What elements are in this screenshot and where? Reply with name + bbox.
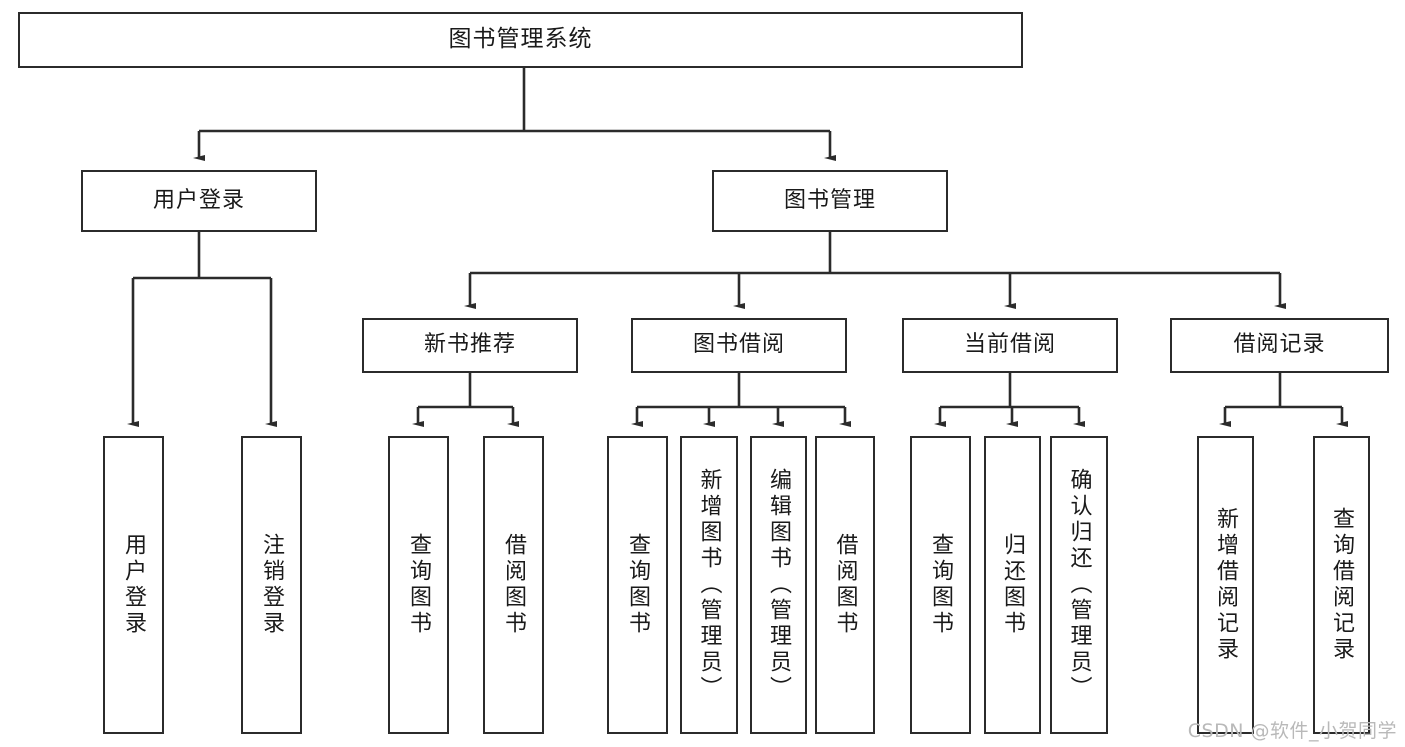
leaf-confirm-return[interactable]: 确认归还（管理员） xyxy=(1050,436,1108,734)
leaf-edit-book-label: 编辑图书（管理员） xyxy=(766,468,792,702)
node-user-login[interactable]: 用户登录 xyxy=(81,170,317,232)
leaf-return-book[interactable]: 归还图书 xyxy=(984,436,1041,734)
node-book-manage[interactable]: 图书管理 xyxy=(712,170,948,232)
leaf-borrow-book-2-label: 借阅图书 xyxy=(832,533,858,637)
leaf-edit-book[interactable]: 编辑图书（管理员） xyxy=(750,436,807,734)
node-current-borrow-label: 当前借阅 xyxy=(963,332,1056,358)
node-root-label: 图书管理系统 xyxy=(448,26,593,53)
leaf-user-login[interactable]: 用户登录 xyxy=(103,436,164,734)
node-new-book-recommend-label: 新书推荐 xyxy=(423,332,516,358)
leaf-query-book-3[interactable]: 查询图书 xyxy=(910,436,971,734)
leaf-query-book-3-label: 查询图书 xyxy=(928,533,954,637)
node-book-borrow[interactable]: 图书借阅 xyxy=(631,318,847,373)
node-borrow-record-label: 借阅记录 xyxy=(1233,332,1326,358)
leaf-borrow-book-2[interactable]: 借阅图书 xyxy=(815,436,875,734)
node-book-manage-label: 图书管理 xyxy=(783,187,876,213)
leaf-add-book[interactable]: 新增图书（管理员） xyxy=(680,436,738,734)
leaf-borrow-book-1-label: 借阅图书 xyxy=(501,533,527,637)
leaf-query-book-2[interactable]: 查询图书 xyxy=(607,436,668,734)
csdn-watermark: CSDN @软件_小贺同学 xyxy=(1187,720,1397,742)
node-user-login-label: 用户登录 xyxy=(152,187,245,213)
leaf-logout-login-label: 注销登录 xyxy=(259,533,285,637)
leaf-query-book-2-label: 查询图书 xyxy=(625,533,651,637)
leaf-user-login-label: 用户登录 xyxy=(121,533,147,637)
node-borrow-record[interactable]: 借阅记录 xyxy=(1170,318,1389,373)
leaf-add-book-label: 新增图书（管理员） xyxy=(696,468,722,702)
leaf-query-book-1-label: 查询图书 xyxy=(406,533,432,637)
leaf-logout-login[interactable]: 注销登录 xyxy=(241,436,302,734)
node-book-borrow-label: 图书借阅 xyxy=(692,332,785,358)
leaf-add-record-label: 新增借阅记录 xyxy=(1213,507,1239,663)
node-root-system[interactable]: 图书管理系统 xyxy=(18,12,1023,68)
leaf-query-record[interactable]: 查询借阅记录 xyxy=(1313,436,1370,734)
leaf-query-record-label: 查询借阅记录 xyxy=(1329,507,1355,663)
leaf-borrow-book-1[interactable]: 借阅图书 xyxy=(483,436,544,734)
leaf-return-book-label: 归还图书 xyxy=(1000,533,1026,637)
node-new-book-recommend[interactable]: 新书推荐 xyxy=(362,318,578,373)
leaf-add-record[interactable]: 新增借阅记录 xyxy=(1197,436,1254,734)
leaf-confirm-return-label: 确认归还（管理员） xyxy=(1066,468,1092,702)
node-current-borrow[interactable]: 当前借阅 xyxy=(902,318,1118,373)
leaf-query-book-1[interactable]: 查询图书 xyxy=(388,436,449,734)
